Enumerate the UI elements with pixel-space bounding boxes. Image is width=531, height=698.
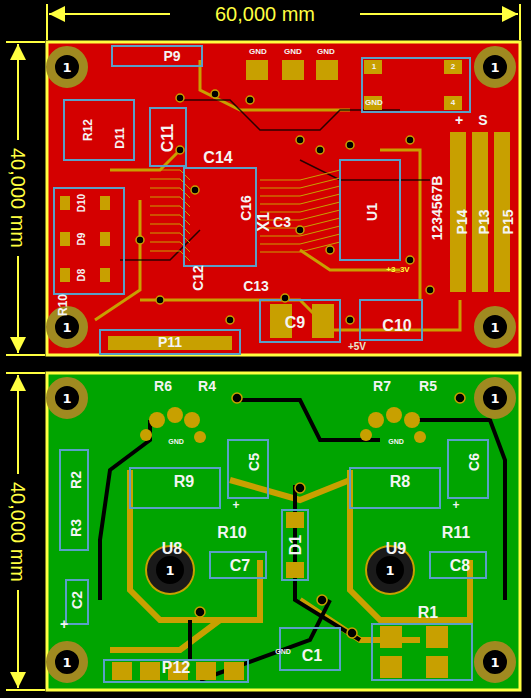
silkscreen-label: C8 xyxy=(450,558,470,574)
mounting-hole: 1 xyxy=(46,641,88,683)
hole-number: 1 xyxy=(385,563,394,578)
silkscreen-label: D1 xyxy=(288,535,304,555)
silkscreen-label: C14 xyxy=(203,150,232,166)
silkscreen-label: D8 xyxy=(77,269,87,282)
top-board xyxy=(47,42,520,355)
silkscreen-label: P14 xyxy=(455,210,469,235)
silkscreen-label: 1 xyxy=(372,63,376,71)
silkscreen-label: +3_3V xyxy=(386,266,409,274)
silkscreen-label: C16 xyxy=(239,195,253,221)
silkscreen-label: P11 xyxy=(158,335,182,349)
silkscreen-label: S xyxy=(478,113,487,127)
silkscreen-label: GND xyxy=(365,99,383,107)
mounting-hole: 1 xyxy=(46,46,88,88)
mounting-hole: 1 xyxy=(474,306,516,348)
silkscreen-label: D9 xyxy=(77,233,87,246)
silkscreen-label: +5V xyxy=(348,342,366,352)
silkscreen-label: R6 xyxy=(154,379,172,393)
dimension-lines xyxy=(6,4,520,690)
silkscreen-label: P9 xyxy=(163,49,180,63)
silkscreen-label: C5 xyxy=(247,453,261,471)
silkscreen-label: GND xyxy=(388,438,404,445)
silkscreen-label: D10 xyxy=(77,194,87,212)
silkscreen-label: GND xyxy=(168,438,184,445)
hole-number: 1 xyxy=(490,655,499,670)
silkscreen-label: U8 xyxy=(162,541,182,557)
hole-number: 1 xyxy=(490,320,499,335)
silkscreen-label: R3 xyxy=(69,519,83,537)
silkscreen-label: R2 xyxy=(69,471,83,489)
hole-number: 1 xyxy=(490,391,499,406)
silkscreen-label: C11 xyxy=(160,124,176,152)
silkscreen-label: R12 xyxy=(82,119,94,141)
silkscreen-label: U1 xyxy=(365,203,379,221)
silkscreen-label: GND xyxy=(317,48,335,56)
silkscreen-label: R5 xyxy=(419,379,437,393)
mounting-hole: 1 xyxy=(46,377,88,419)
silkscreen-label: D11 xyxy=(114,127,126,148)
silkscreen-label: P13 xyxy=(477,210,491,235)
silkscreen-label: C13 xyxy=(243,279,269,293)
silkscreen-label: 4 xyxy=(451,99,455,107)
hole-number: 1 xyxy=(62,60,71,75)
silkscreen-label: R11 xyxy=(442,525,470,541)
silkscreen-label: P15 xyxy=(501,210,515,235)
silkscreen-label: + xyxy=(452,499,459,511)
silkscreen-label: U9 xyxy=(386,541,406,557)
silkscreen-label: R9 xyxy=(174,474,194,490)
silkscreen-label: GND xyxy=(249,48,267,56)
silkscreen-label: P12 xyxy=(162,660,190,676)
hole-number: 1 xyxy=(165,563,174,578)
silkscreen-label: R1 xyxy=(418,605,438,621)
silkscreen-label: + xyxy=(455,113,463,127)
silkscreen-label: 1234567B xyxy=(430,176,444,241)
silkscreen-label: R8 xyxy=(390,474,410,490)
silkscreen-label: + xyxy=(232,499,239,511)
silkscreen-label: C7 xyxy=(230,558,250,574)
silkscreen-label: R10 xyxy=(217,525,246,541)
silkscreen-label: R4 xyxy=(198,379,216,393)
silkscreen-label: + xyxy=(60,617,68,631)
silkscreen-label: R10 xyxy=(57,294,69,316)
silkscreen-label: C6 xyxy=(467,453,481,471)
dimension-text: 40,000 mm xyxy=(8,144,28,252)
hole-number: 1 xyxy=(62,320,71,335)
silkscreen-label: C3 xyxy=(273,215,291,229)
mounting-hole: 1 xyxy=(474,641,516,683)
silkscreen-label: 2 xyxy=(451,63,455,71)
bottom-board xyxy=(47,373,520,690)
dimension-text: 40,000 mm xyxy=(8,478,28,586)
silkscreen-label: C9 xyxy=(285,315,305,331)
hole-number: 1 xyxy=(62,391,71,406)
silkscreen-label: GND xyxy=(284,48,302,56)
dimension-text: 60,000 mm xyxy=(211,4,319,24)
hole-number: 1 xyxy=(490,60,499,75)
silkscreen-label: C12 xyxy=(191,265,205,291)
hole-number: 1 xyxy=(62,655,71,670)
mounting-hole: 1 xyxy=(474,377,516,419)
silkscreen-label: C2 xyxy=(70,591,84,609)
mounting-hole: 1 xyxy=(474,46,516,88)
silkscreen-label: C1 xyxy=(302,648,322,664)
silkscreen-label: GND xyxy=(275,648,291,655)
silkscreen-label: R7 xyxy=(373,379,391,393)
silkscreen-label: X1 xyxy=(256,212,272,232)
silkscreen-label: C10 xyxy=(382,318,411,334)
